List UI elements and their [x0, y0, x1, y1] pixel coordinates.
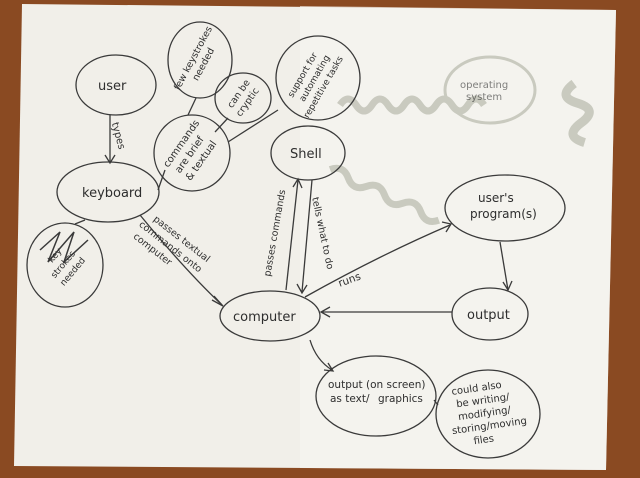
node-users-program-line1: user's — [478, 191, 514, 205]
users-program-bubble — [444, 174, 566, 242]
support-bubble — [275, 35, 361, 121]
node-output-screen-line1: output (on screen) — [328, 379, 425, 391]
node-keyboard: keyboard — [82, 186, 142, 201]
node-output-screen-line3: graphics — [378, 393, 423, 405]
cryptic-bubble — [214, 72, 272, 124]
erased-scribble — [328, 55, 594, 225]
node-operating-system-line1: operating — [460, 80, 508, 91]
connectors — [74, 97, 513, 406]
keyboard-bubble — [56, 161, 160, 223]
output-screen-bubble — [315, 355, 437, 437]
cross-out-scribble — [39, 231, 89, 265]
node-operating-system-line2: system — [466, 92, 502, 103]
node-computer: computer — [233, 310, 296, 325]
key-strokes-bubble — [26, 222, 104, 308]
output-bubble — [451, 287, 529, 341]
node-user: user — [98, 79, 127, 94]
few-keystrokes-bubble — [167, 21, 233, 99]
node-output: output — [467, 308, 510, 323]
commands-brief-bubble — [153, 114, 231, 192]
node-shell: Shell — [290, 147, 322, 162]
node-output-screen-line2: as text/ — [330, 393, 370, 405]
computer-bubble — [219, 290, 321, 342]
user-bubble — [75, 54, 157, 116]
could-also-bubble — [435, 369, 541, 459]
node-users-program-line2: program(s) — [470, 207, 537, 221]
shell-bubble — [270, 125, 346, 181]
node-could-also-line5: files — [473, 433, 495, 447]
